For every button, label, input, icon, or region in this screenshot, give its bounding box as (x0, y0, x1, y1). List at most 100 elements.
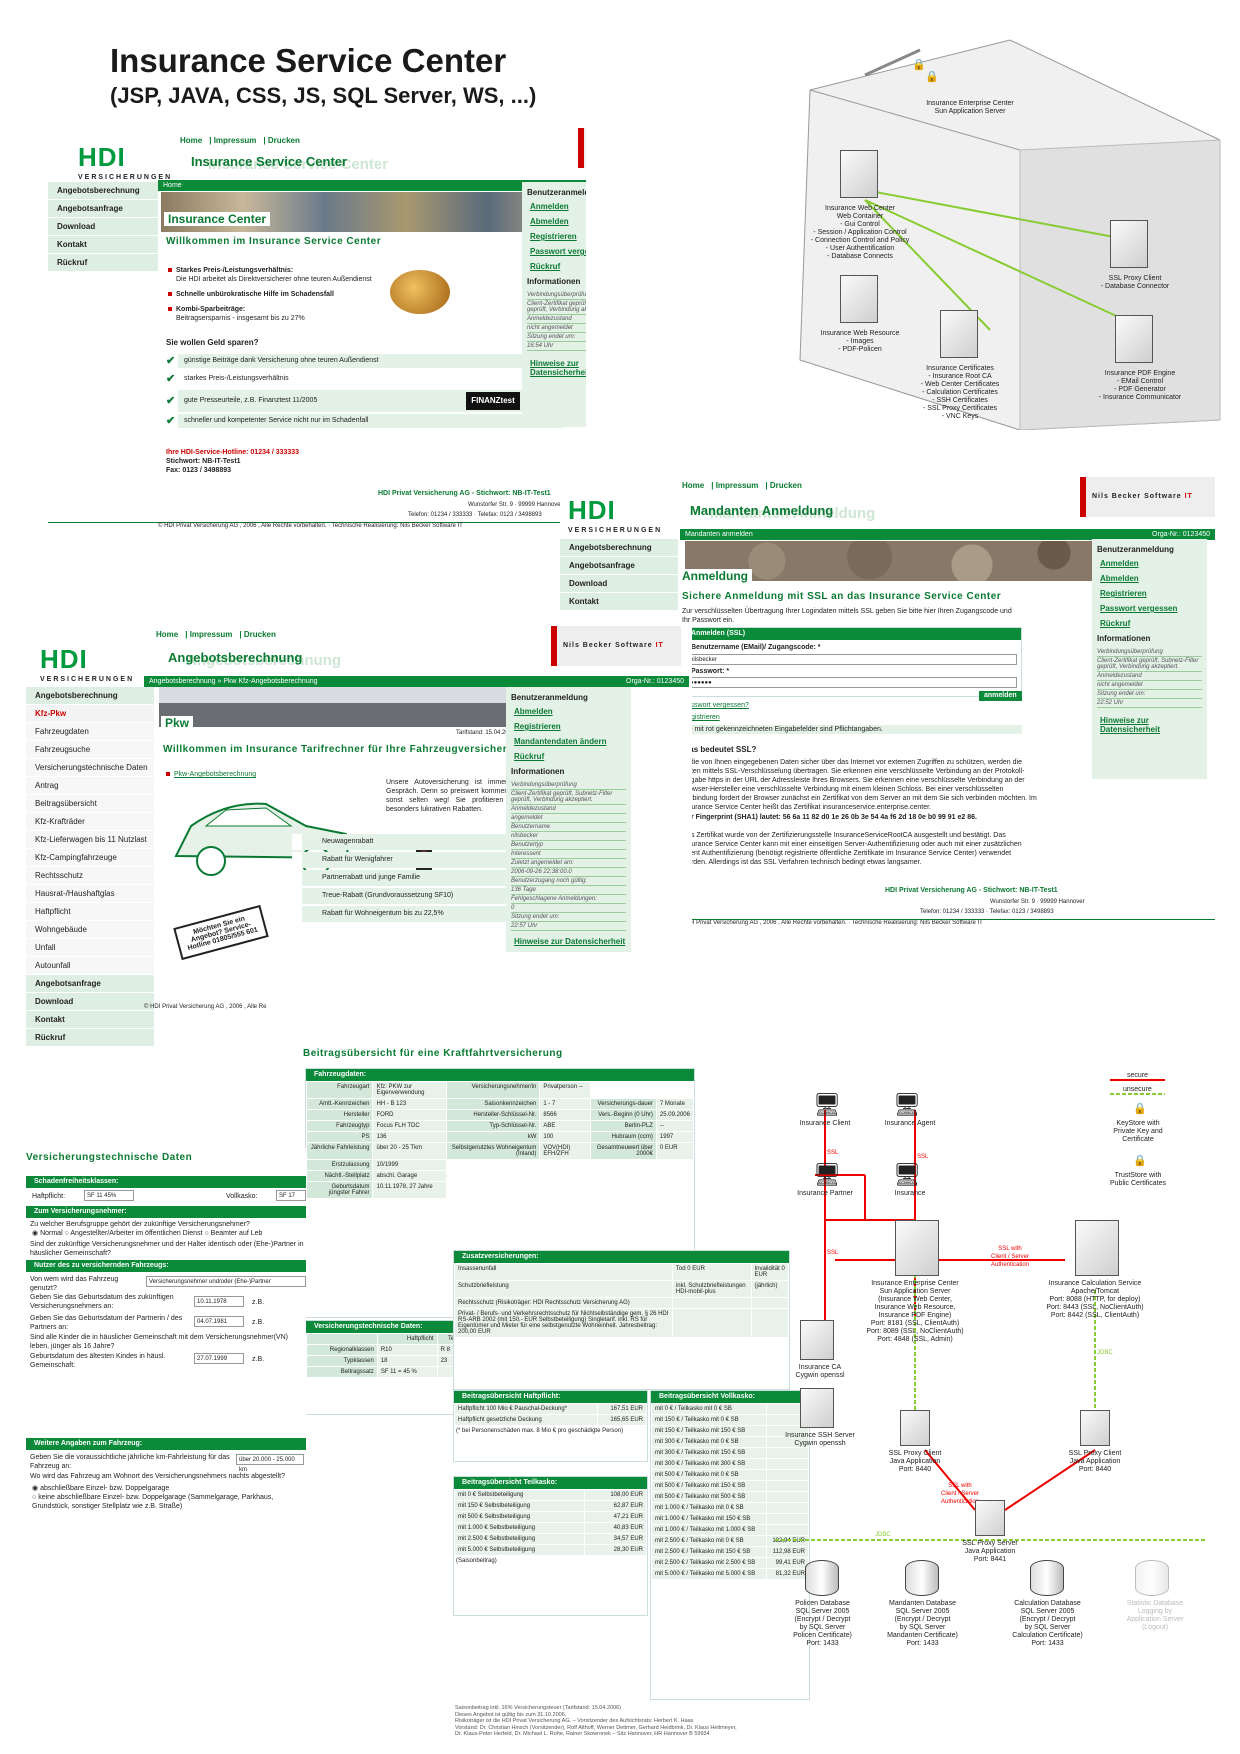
login-link[interactable]: Anmelden (1100, 559, 1139, 568)
nav-drucken[interactable]: Drucken (243, 630, 276, 639)
table-cell: 25.09.2006 (655, 1109, 695, 1121)
child-birthdate-input[interactable]: 27.07.1999 (194, 1353, 244, 1364)
table-cell: Schutzbriefleistung (454, 1280, 673, 1298)
nav-impressum[interactable]: Impressum (715, 481, 759, 490)
nav-angebotsanfrage[interactable]: Angebotsanfrage (560, 557, 678, 575)
logout-link[interactable]: Abmelden (1100, 574, 1139, 583)
nav-item[interactable]: Autounfall (26, 957, 154, 975)
nav-drucken[interactable]: Drucken (769, 481, 802, 490)
ssl-tag: SSL (827, 1250, 839, 1256)
nav-item[interactable]: Antrag (26, 777, 154, 795)
pkw-calc-link[interactable]: Pkw-Angebotsberechnung (174, 771, 257, 778)
logout-link[interactable]: Abmelden (514, 707, 553, 716)
login-button[interactable]: anmelden (979, 691, 1022, 701)
username-input[interactable]: nilsbecker (687, 654, 1017, 665)
nav-item[interactable]: Beitragsübersicht (26, 795, 154, 813)
table-row: mit 150 € / Teilkasko mit 150 € SB (651, 1425, 810, 1437)
nav-item[interactable]: Wohngebäude (26, 921, 154, 939)
nav-item[interactable]: Kontakt (26, 1011, 154, 1029)
nav-item[interactable]: Download (26, 993, 154, 1011)
nav-item[interactable]: Kfz-Krafträder (26, 813, 154, 831)
nav-angebotsberechnung[interactable]: Angebotsberechnung (48, 182, 158, 200)
vendor-logo: Nils Becker Software IT (578, 128, 586, 168)
mileage-select[interactable]: über 20.000 - 25.000 km (236, 1454, 304, 1473)
nav-item[interactable]: Angebotsberechnung (26, 687, 154, 705)
forgot-password-link[interactable]: Passwort vergessen (1100, 604, 1178, 613)
logout-link[interactable]: Abmelden (530, 217, 569, 226)
register-link[interactable]: Registrieren (514, 722, 561, 731)
table-cell: mit 300 € / Teilkasko mit 150 € SB (651, 1447, 767, 1459)
forgot-password-link[interactable]: Passwort vergessen (530, 247, 586, 256)
nav-rueckruf[interactable]: Rückruf (48, 254, 158, 272)
garage-radios[interactable]: ◉ abschließbare Einzel- bzw. Doppelgarag… (32, 1485, 274, 1510)
server-proxy-client-1 (900, 1410, 930, 1446)
profession-radios[interactable]: ◉ Normal ○ Angestellter/Arbeiter im öffe… (32, 1230, 263, 1237)
ssl-tag: SSL (827, 1150, 839, 1156)
vendor-logo: Nils Becker Software IT (1080, 477, 1215, 517)
nav-item[interactable]: Kfz-Pkw (26, 705, 154, 723)
nav-angebotsberechnung[interactable]: Angebotsberechnung (560, 539, 678, 557)
password-input[interactable]: ●●●●●● (687, 677, 1017, 688)
check-row: starkes Preis-/Leistungsverhältnis (178, 372, 564, 386)
calculation-link: Pkw-Angebotsberechnung (166, 770, 256, 779)
table-cell: mit 150 € Selbstbeteiligung (453, 1500, 586, 1512)
nav-drucken[interactable]: Drucken (267, 136, 300, 145)
footer-phone: Telefon: 01234 / 333333 · Telefax: 0123 … (920, 909, 1054, 915)
privacy-link[interactable]: Hinweise zur Datensicherheit (530, 359, 586, 377)
privacy-link[interactable]: Hinweise zur Datensicherheit (1100, 716, 1161, 734)
nav-impressum[interactable]: Impressum (189, 630, 233, 639)
driver-section: Nutzer des zu versichernden Fahrzeugs: (26, 1260, 306, 1272)
login-link[interactable]: Anmelden (530, 202, 569, 211)
nav-item[interactable]: Fahrzeugsuche (26, 741, 154, 759)
partner-birthdate-input[interactable]: 04.07.1981 (194, 1316, 244, 1327)
feature-list: Starkes Preis-/Leistungsverhältnis:Die H… (168, 266, 398, 323)
nav-item[interactable]: Kfz-Campingfahrzeuge (26, 849, 154, 867)
register-link[interactable]: Registrieren (530, 232, 577, 241)
register-link[interactable]: Registrieren (682, 714, 720, 721)
edit-client-link[interactable]: Mandantendaten ändern (514, 737, 607, 746)
info-line: 2006-09-26 22:38:00.0 (511, 868, 626, 877)
nav-item[interactable]: Rückruf (26, 1029, 154, 1047)
nav-item[interactable]: Versicherungstechnische Daten (26, 759, 154, 777)
nav-item[interactable]: Haftpflicht (26, 903, 154, 921)
nav-home[interactable]: Home (180, 136, 203, 145)
register-link[interactable]: Registrieren (1100, 589, 1147, 598)
callback-link[interactable]: Rückruf (1100, 619, 1131, 628)
nav-item[interactable]: Fahrzeugdaten (26, 723, 154, 741)
forgot-password-link[interactable]: Passwort vergessen? (682, 702, 749, 709)
comprehensive-select[interactable]: SF 17 (276, 1190, 306, 1201)
nav-angebotsanfrage[interactable]: Angebotsanfrage (48, 200, 158, 218)
birthdate-input[interactable]: 10.11.1978 (194, 1296, 244, 1307)
table-cell: Versicherungs-dauer (590, 1098, 657, 1110)
table-cell: Typ-Schlüssel-Nr. (446, 1120, 541, 1132)
liability-select[interactable]: SF 11 45% (84, 1190, 134, 1201)
nav-kontakt[interactable]: Kontakt (560, 593, 678, 611)
nav-download[interactable]: Download (560, 575, 678, 593)
nav-item[interactable]: Rechtsschutz (26, 867, 154, 885)
nav-item[interactable]: Angebotsanfrage (26, 975, 154, 993)
nav-impressum[interactable]: Impressum (213, 136, 257, 145)
sf-section: Schadenfreiheitsklassen: (26, 1176, 306, 1188)
nav-kontakt[interactable]: Kontakt (48, 236, 158, 254)
table-cell: Regionalklassen (306, 1344, 378, 1356)
nav-item[interactable]: Hausrat-/Haushaftglas (26, 885, 154, 903)
nav-home[interactable]: Home (682, 481, 705, 490)
table-cell: mit 0 € Selbstbeteiligung (453, 1489, 586, 1501)
technical-data-table: Versicherungstechnische Daten: Haftpflic… (305, 1320, 465, 1415)
privacy-link[interactable]: Hinweise zur Datensicherheit (514, 937, 626, 946)
nav-download[interactable]: Download (48, 218, 158, 236)
callback-link[interactable]: Rückruf (514, 752, 545, 761)
callback-link[interactable]: Rückruf (530, 262, 561, 271)
usage-select[interactable]: Versicherungsnehmer und/oder (Ehe-)Partn… (146, 1276, 306, 1287)
nav-home[interactable]: Home (156, 630, 179, 639)
table-cell: 136 (372, 1131, 448, 1143)
nav-item[interactable]: Kfz-Lieferwagen bis 11 Nutzlast (26, 831, 154, 849)
login-box: Benutzeranmeldung Anmelden Abmelden Regi… (522, 182, 586, 427)
nav-item[interactable]: Unfall (26, 939, 154, 957)
